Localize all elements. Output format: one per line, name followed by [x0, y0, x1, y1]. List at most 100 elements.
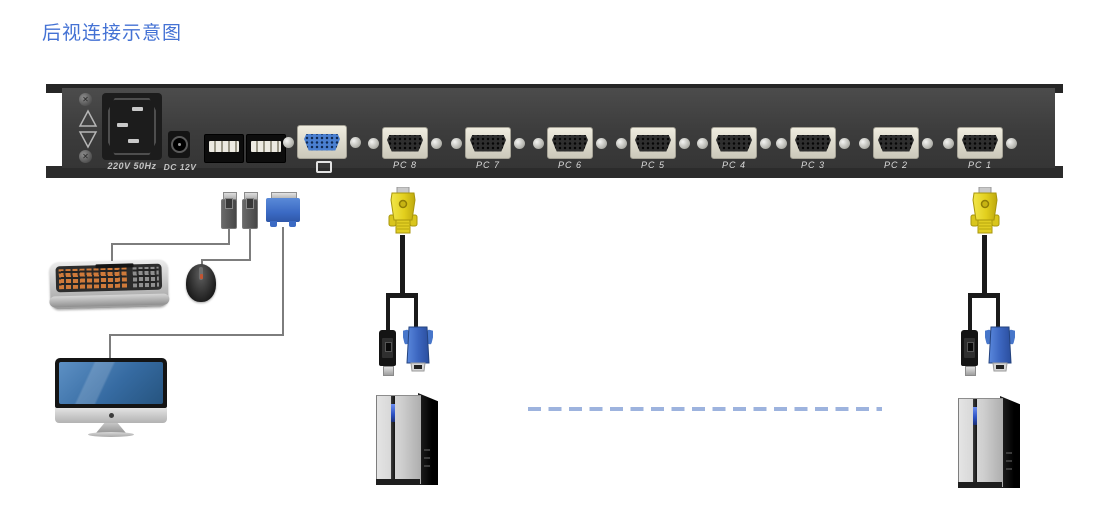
vga-pin-field [795, 134, 831, 152]
keyboard-cable [111, 243, 113, 264]
pc-port-label: PC 8 [392, 160, 417, 170]
thumbscrew-nut [451, 137, 462, 149]
continuation-dashed-line [528, 407, 882, 411]
vga-connector-shell [630, 127, 676, 159]
vga-plug-body [266, 198, 300, 222]
thumbscrew-nut [859, 137, 870, 149]
kvm-cable [982, 235, 987, 295]
pc-tower [374, 391, 438, 487]
ac-inlet-socket [108, 98, 156, 155]
vga-port-pc3: PC 3 [776, 127, 850, 170]
pc-tower-base [958, 482, 1002, 488]
pc-tower-vent [1006, 468, 1012, 470]
usb-plug-mouse-icon [242, 192, 258, 229]
panel-bottom-flange [46, 166, 1063, 178]
monitor-stand [96, 423, 126, 433]
pc-tower-vent [1006, 452, 1012, 454]
mouse-cable [249, 227, 251, 260]
pc-port-label: PC 1 [967, 160, 992, 170]
usb-plug-tip [965, 366, 976, 376]
ac-power-inlet [102, 93, 162, 160]
usb-plug-mark [225, 198, 233, 209]
up-down-arrows-icon [78, 109, 98, 149]
dc-jack-label: DC 12V [163, 162, 197, 172]
vga-connector-shell [547, 127, 593, 159]
thumbscrew-nut [697, 137, 708, 149]
vga-connector-shell [465, 127, 511, 159]
console-vga-port [283, 125, 361, 159]
pc-tower-side [418, 393, 438, 485]
pc-tower-vent [424, 449, 430, 451]
usb-plug-down-icon [379, 330, 396, 376]
yellow-vga-plug-icon [970, 187, 1000, 234]
dc-jack-hole [170, 136, 188, 153]
vga-pin-field [716, 134, 752, 152]
usb-plug-keyboard-icon [221, 192, 237, 229]
screw-icon [79, 93, 92, 106]
vga-connector-shell [790, 127, 836, 159]
thumbscrew-nut [1006, 137, 1017, 149]
vga-port-pc6: PC 6 [533, 127, 607, 170]
thumbscrew-nut [514, 137, 525, 149]
vga-plug-nub [289, 221, 296, 227]
kvm-cable [400, 235, 405, 295]
keyboard-keys [58, 267, 128, 290]
monitor [55, 358, 167, 408]
pc-port-label: PC 6 [557, 160, 582, 170]
vga-port-pc8: PC 8 [368, 127, 442, 170]
kvm-cable-split [386, 293, 418, 298]
vga-plug-monitor-icon [266, 192, 300, 227]
mouse-cable [201, 259, 251, 261]
keyboard-cable [228, 227, 230, 244]
vga-connector-shell [873, 127, 919, 159]
pc-port-label: PC 3 [800, 160, 825, 170]
kvm-cable [386, 293, 390, 332]
thumbscrew-nut [368, 137, 379, 149]
ac-inlet-slot [117, 123, 128, 127]
monitor-cable [109, 334, 284, 336]
pc-tower-front [958, 398, 1003, 487]
usb-port-keyboard [204, 134, 244, 163]
vga-connector-shell [957, 127, 1003, 159]
pc-port-label: PC 7 [475, 160, 500, 170]
ac-inlet-slot [128, 139, 139, 143]
thumbscrew-nut [596, 137, 607, 149]
pc-tower-base [376, 479, 420, 485]
monitor-screen [59, 362, 163, 404]
pc-tower-vent [1006, 460, 1012, 462]
pc-tower-led [973, 407, 977, 425]
keyboard-deck [55, 263, 163, 293]
kvm-cable-pc1-group [952, 185, 1022, 488]
vga-port-pc2: PC 2 [859, 127, 933, 170]
vga-connector-shell [297, 125, 347, 159]
mouse-stripe [199, 267, 203, 280]
blue-vga-plug-icon [403, 326, 433, 372]
vga-port-pc5: PC 5 [616, 127, 690, 170]
vga-plug-nub [270, 221, 277, 227]
thumbscrew-nut [616, 137, 627, 149]
pc-tower-side [1000, 396, 1020, 488]
pc-tower-groove [391, 396, 395, 484]
thumbscrew-nut [679, 137, 690, 149]
vga-port-pc7: PC 7 [451, 127, 525, 170]
keyboard-numpad [132, 266, 160, 288]
kvm-cable [996, 293, 1000, 327]
vga-pin-field [878, 134, 914, 152]
usb-plug-tip [244, 192, 258, 200]
kvm-cable [414, 293, 418, 327]
vga-connector-shell [382, 127, 428, 159]
yellow-vga-plug-icon [388, 187, 418, 234]
vga-pin-field [304, 133, 340, 151]
usb-plug-mark [967, 342, 974, 352]
usb-port-tongue [251, 141, 281, 152]
pc-port-label: PC 4 [721, 160, 746, 170]
monitor-cable [109, 334, 111, 359]
usb-plug-mark [246, 198, 254, 209]
keyboard [49, 259, 170, 310]
vga-pin-field [635, 134, 671, 152]
thumbscrew-nut [431, 137, 442, 149]
ac-inlet-slot [132, 107, 143, 111]
dc-power-jack [168, 131, 190, 158]
usb-port-mouse [246, 134, 286, 163]
pc-tower-vent [424, 457, 430, 459]
